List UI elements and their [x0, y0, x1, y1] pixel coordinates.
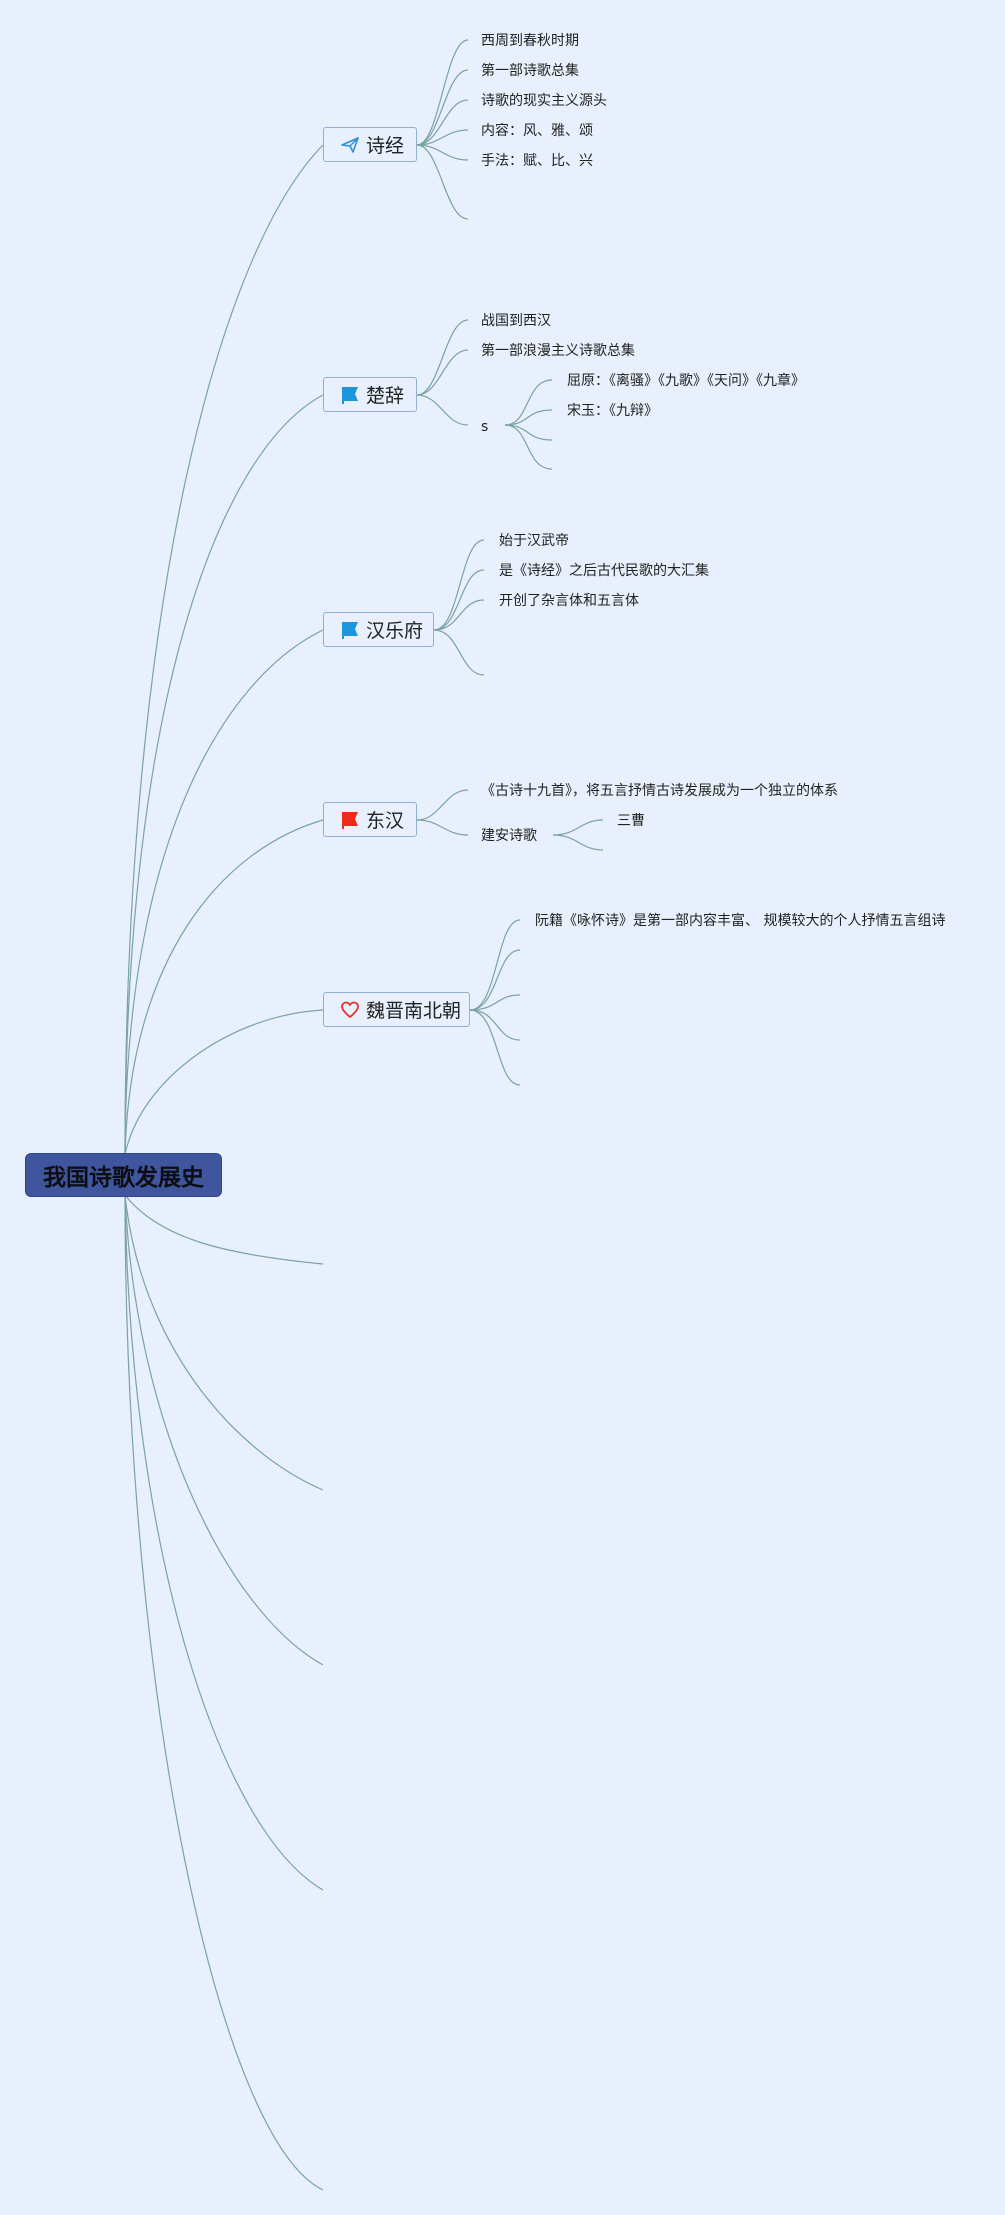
leaf-shijing-4[interactable]: 内容：风、雅、颂 [481, 123, 593, 139]
connector-donghan-item-1 [416, 789, 469, 821]
connector-shijing-empty [416, 144, 469, 220]
connector-chuci-s-sub-2 [504, 409, 553, 426]
leaf-donghan-1[interactable]: 《古诗十九首》，将五言抒情古诗发展成为一个独立的体系 [481, 783, 838, 799]
branch-label: 魏晋南北朝 [366, 1000, 462, 1022]
connector-root-donghan [124, 819, 324, 1156]
branch-label: 汉乐府 [366, 620, 424, 642]
root-node[interactable]: 我国诗歌发展史 [25, 1153, 222, 1197]
leaf-chuci-1[interactable]: 战国到西汉 [481, 313, 551, 329]
branch-node-donghan[interactable]: 东汉 [323, 802, 417, 837]
branch-label: 诗经 [366, 135, 405, 157]
connector-root-empty-3 [124, 1194, 324, 1666]
connector-root-empty-2 [124, 1194, 324, 1491]
leaf-weijin-1[interactable]: 阮籍《咏怀诗》是第一部内容丰富、 规模较大的个人抒情五言组诗 [535, 913, 946, 929]
connector-shijing-item-5 [416, 144, 469, 161]
connector-hanyuefu-item-1 [433, 539, 485, 631]
red-flag-icon [340, 810, 360, 830]
branch-label: 楚辞 [366, 385, 405, 407]
connector-root-empty-5 [124, 1194, 324, 2191]
root-label: 我国诗歌发展史 [43, 1165, 204, 1191]
connector-donghan-item-2 [416, 819, 469, 836]
leaf-chuci-sub-1[interactable]: 屈原：《离骚》《九歌》《天问》《九章》 [567, 373, 805, 389]
connector-weijin-empty-2 [469, 994, 521, 1011]
connector-weijin-empty-3 [469, 1009, 521, 1041]
connector-chuci-item-2 [416, 349, 469, 396]
leaf-chuci-3[interactable]: s [481, 419, 489, 435]
connector-chuci-item-3 [416, 394, 469, 426]
connector-chuci-s-sub-1 [504, 379, 553, 426]
connector-weijin-empty-1 [469, 949, 521, 1011]
leaf-chuci-sub-2[interactable]: 宋玉：《九辩》 [567, 403, 658, 419]
branch-node-chuci[interactable]: 楚辞 [323, 377, 417, 412]
branch-node-hanyuefu[interactable]: 汉乐府 [323, 612, 434, 647]
leaf-donghan-2[interactable]: 建安诗歌 [481, 828, 537, 844]
connector-hanyuefu-empty [433, 629, 485, 676]
leaf-hanyuefu-1[interactable]: 始于汉武帝 [499, 533, 569, 549]
connector-chuci-item-1 [416, 319, 469, 396]
leaf-shijing-3[interactable]: 诗歌的现实主义源头 [481, 93, 607, 109]
connector-root-empty-4 [124, 1194, 324, 1891]
paper-plane-icon [340, 135, 360, 155]
connector-weijin-empty-4 [469, 1009, 521, 1086]
branch-node-weijin[interactable]: 魏晋南北朝 [323, 992, 470, 1027]
connector-root-hanyuefu [124, 629, 324, 1156]
connector-root-shijing [124, 144, 324, 1156]
branch-label: 东汉 [366, 810, 405, 832]
connector-shijing-item-1 [416, 39, 469, 146]
connector-chuci-s-empty-2 [504, 424, 553, 470]
connector-chuci-s-empty-1 [504, 424, 553, 441]
connector-shijing-item-2 [416, 69, 469, 146]
connector-root-weijin [124, 1009, 324, 1156]
connector-shijing-item-4 [416, 129, 469, 146]
connector-donghan-sub-1 [552, 819, 604, 836]
connector-root-empty-1 [124, 1194, 324, 1265]
leaf-shijing-2[interactable]: 第一部诗歌总集 [481, 63, 579, 79]
leaf-shijing-1[interactable]: 西周到春秋时期 [481, 33, 579, 49]
blue-flag-icon [340, 385, 360, 405]
leaf-donghan-sub-1[interactable]: 三曹 [617, 813, 645, 829]
blue-flag-icon [340, 620, 360, 640]
leaf-hanyuefu-2[interactable]: 是《诗经》之后古代民歌的大汇集 [499, 563, 709, 579]
connector-root-chuci [124, 394, 324, 1156]
branch-node-shijing[interactable]: 诗经 [323, 127, 417, 162]
connector-weijin-item-1 [469, 919, 521, 1011]
leaf-shijing-5[interactable]: 手法：赋、比、兴 [481, 153, 593, 169]
heart-icon [340, 1000, 360, 1020]
connector-hanyuefu-item-2 [433, 569, 485, 631]
connector-hanyuefu-item-3 [433, 599, 485, 631]
connector-shijing-item-3 [416, 99, 469, 146]
leaf-chuci-2[interactable]: 第一部浪漫主义诗歌总集 [481, 343, 635, 359]
leaf-hanyuefu-3[interactable]: 开创了杂言体和五言体 [499, 593, 639, 609]
connector-donghan-sub-empty [552, 834, 604, 851]
